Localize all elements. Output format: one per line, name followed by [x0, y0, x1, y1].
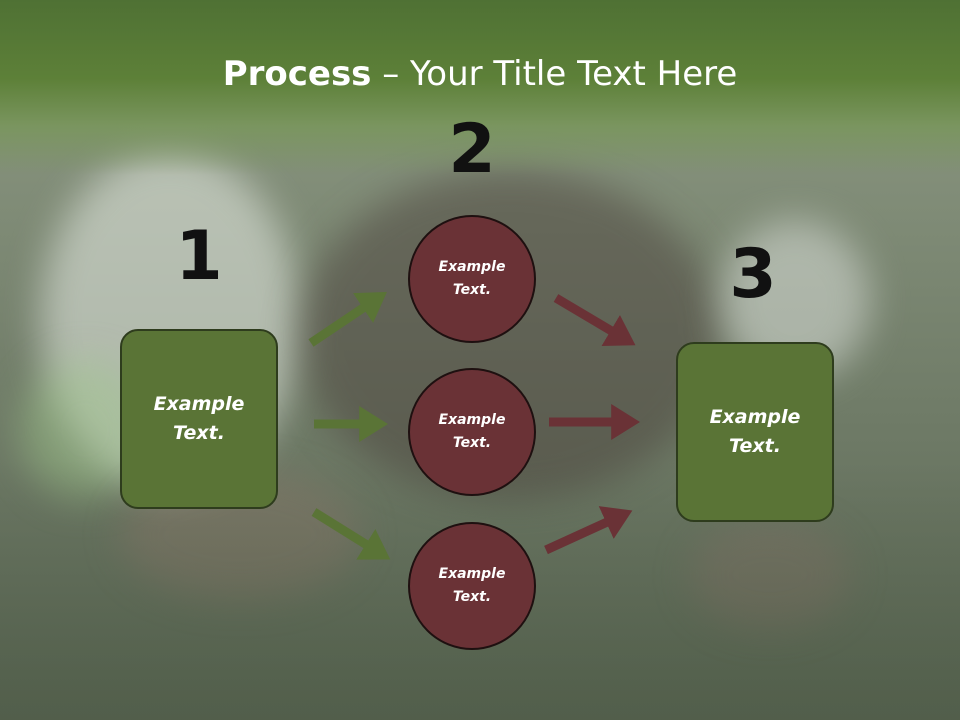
title-rest-part: – Your Title Text Here [371, 54, 738, 94]
step-3-box[interactable]: Example Text. [676, 342, 834, 522]
step-2-circle-bottom[interactable]: Example Text. [408, 522, 536, 650]
title-banner [0, 0, 960, 175]
step-2-number: 2 [448, 110, 496, 189]
title-bold-part: Process [222, 54, 372, 94]
step-3-label: Example Text. [709, 406, 801, 457]
arrow-step1-to-circle3 [311, 508, 391, 560]
circle-3-label: Example Text. [438, 566, 506, 605]
arrow-circle3-to-step3 [544, 506, 633, 555]
step-2-circle-middle[interactable]: Example Text. [408, 368, 536, 496]
slide-title[interactable]: Process – Your Title Text Here [0, 52, 960, 96]
circle-1-label: Example Text. [438, 259, 506, 298]
step-3-number: 3 [729, 235, 777, 314]
background-photo-blob [690, 520, 850, 630]
step-1-number: 1 [175, 217, 223, 296]
arrow-circle1-to-step3 [553, 294, 636, 346]
arrow-step1-to-circle1 [308, 291, 387, 347]
step-1-box[interactable]: Example Text. [120, 329, 278, 509]
circle-2-label: Example Text. [438, 412, 506, 451]
step-2-circle-top[interactable]: Example Text. [408, 215, 536, 343]
step-1-label: Example Text. [153, 393, 245, 444]
